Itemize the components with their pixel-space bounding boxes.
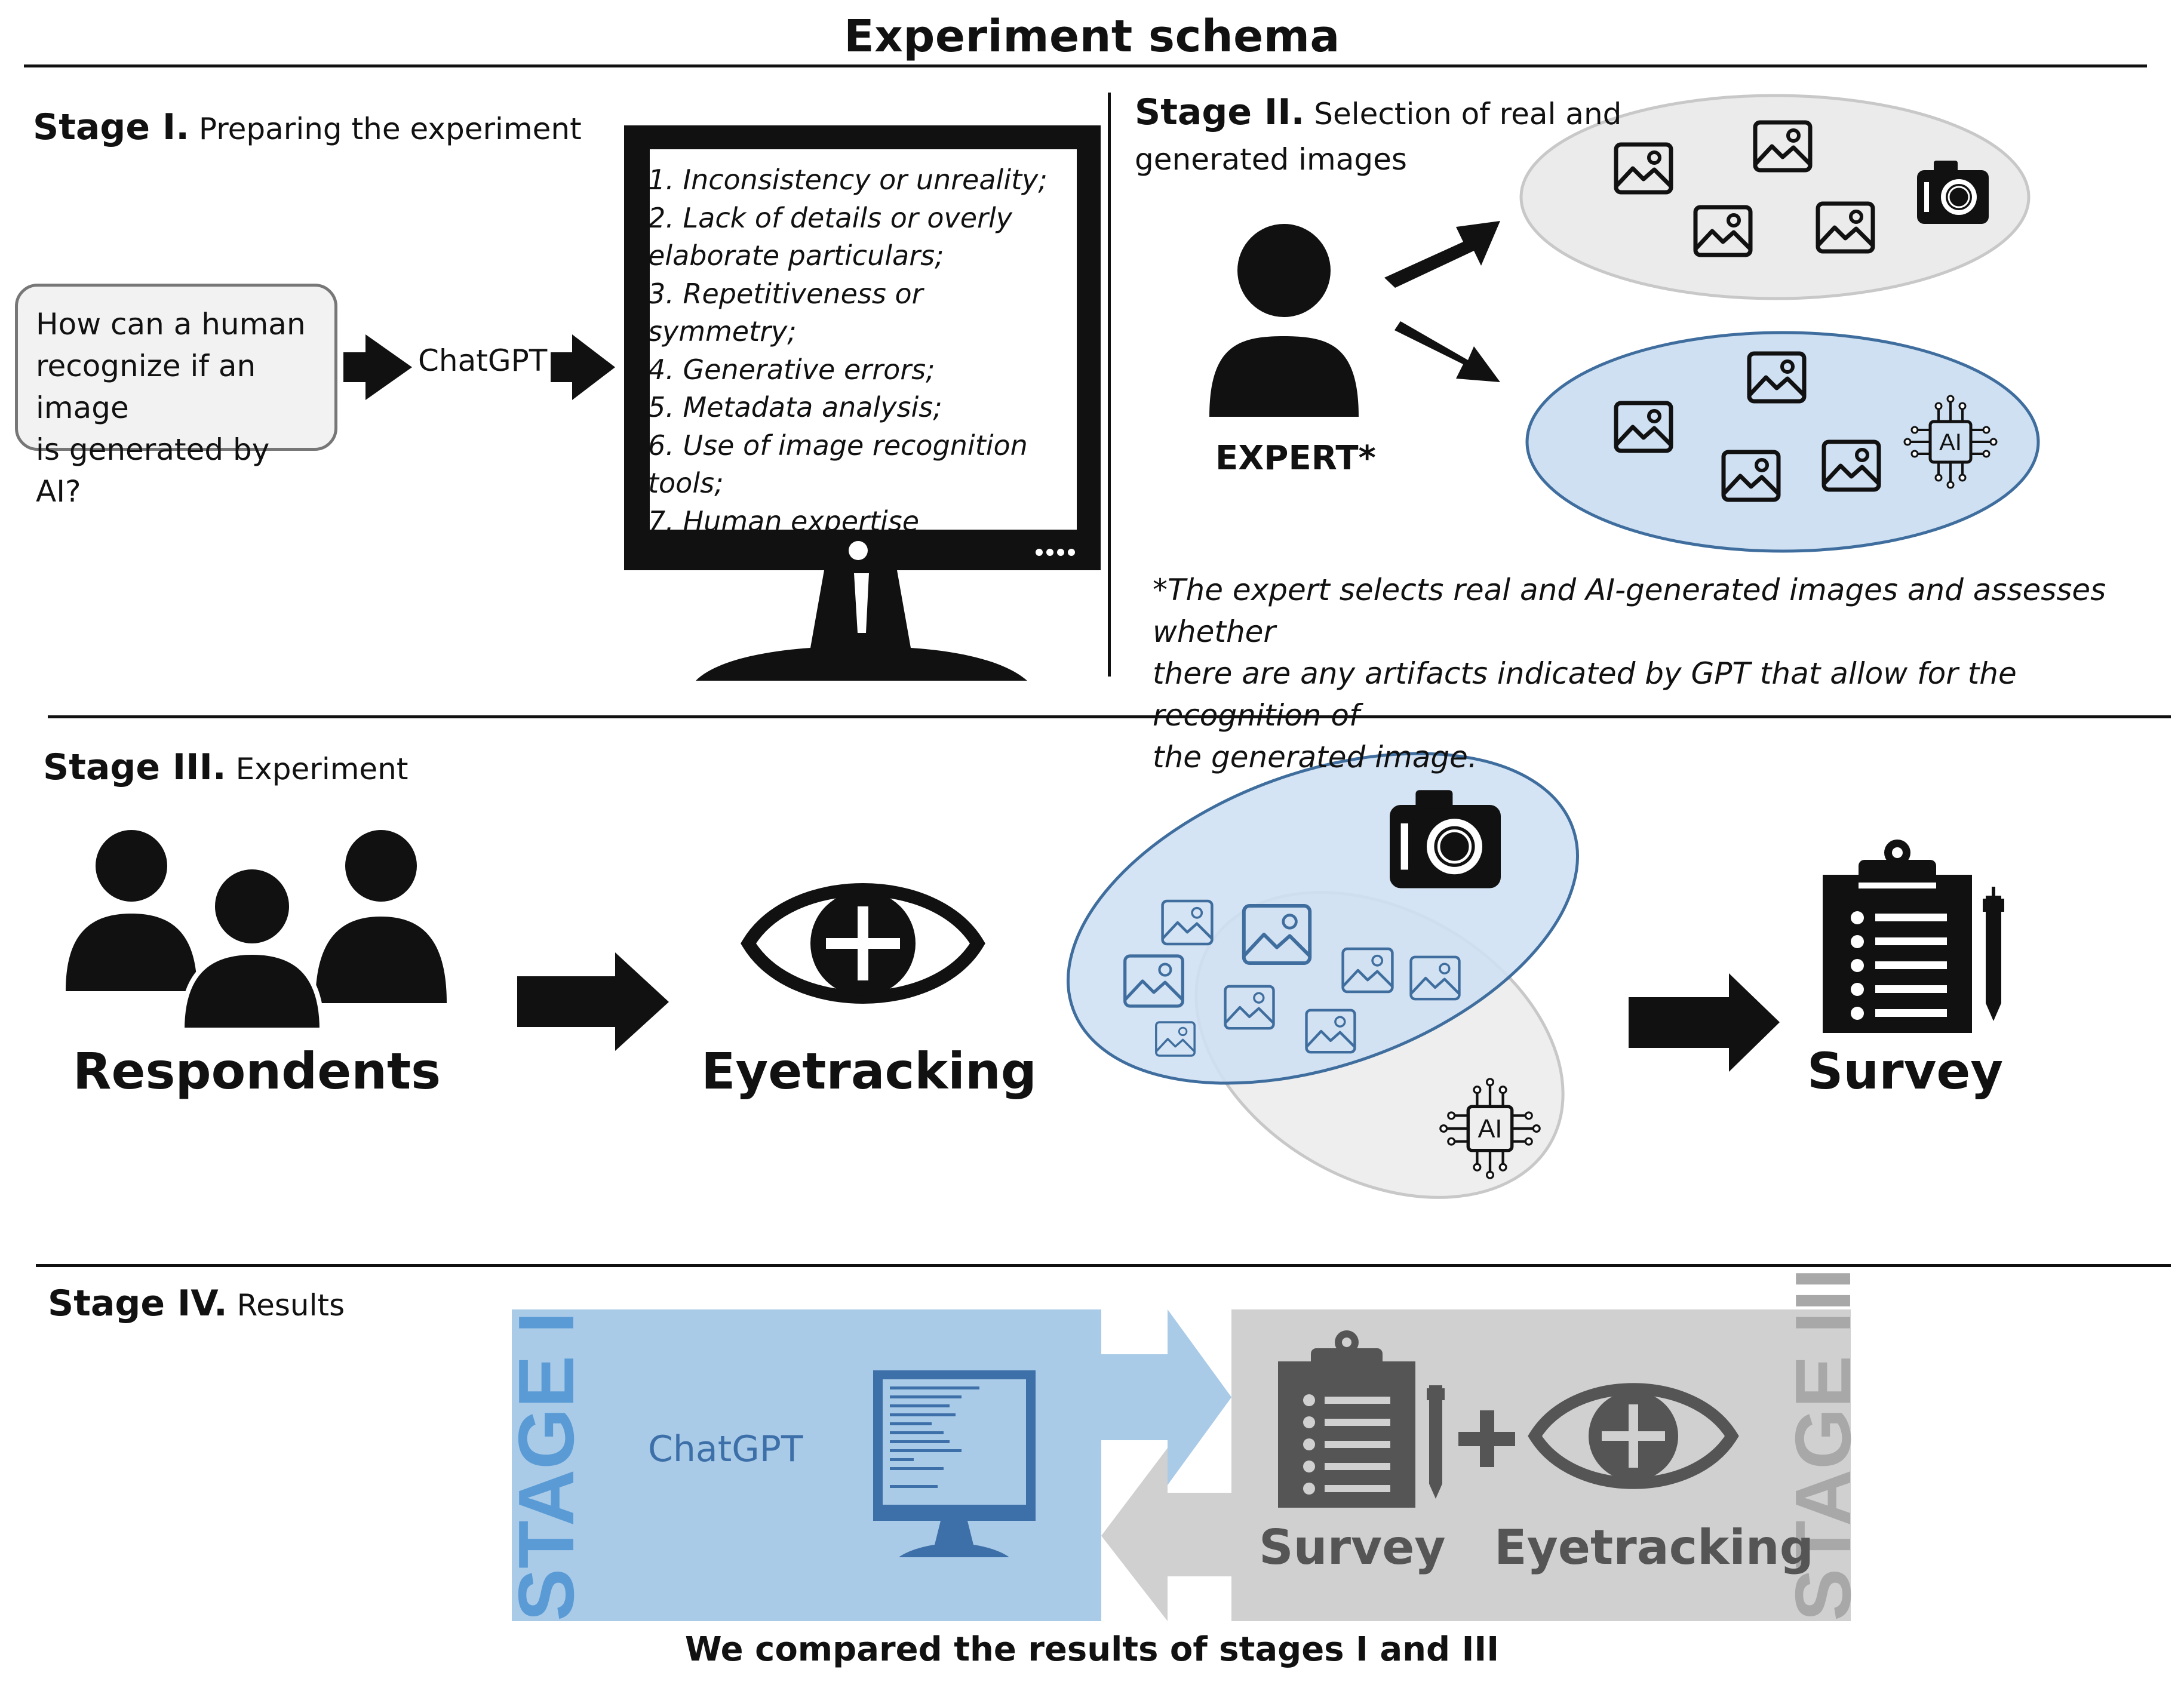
eye-icon bbox=[741, 883, 985, 1004]
monitor-icon bbox=[624, 125, 1101, 681]
person-icon bbox=[1209, 224, 1359, 417]
eye-icon bbox=[1528, 1383, 1739, 1489]
expert-label: EXPERT* bbox=[1215, 439, 1376, 478]
criteria-line: 1. Inconsistency or unreality; bbox=[648, 164, 1048, 196]
monitor-icon bbox=[873, 1370, 1036, 1557]
ai-chip-icon: AI bbox=[1440, 1079, 1540, 1178]
arrow-icon bbox=[1394, 321, 1500, 382]
arrow-icon bbox=[517, 952, 669, 1051]
results-caption: We compared the results of stages I and … bbox=[684, 1630, 1500, 1669]
page-title: Experiment schema bbox=[844, 11, 1340, 62]
footnote-line: the generated image. bbox=[1153, 740, 1477, 774]
ai-chip-label: AI bbox=[1939, 429, 1962, 456]
question-line: How can a human bbox=[36, 307, 306, 342]
respondents-label: Respondents bbox=[72, 1042, 441, 1100]
stage4-eyetracking-label: Eyetracking bbox=[1494, 1520, 1814, 1575]
footnote: *The expert selects real and AI-generate… bbox=[1153, 569, 2180, 778]
pen-icon bbox=[1983, 887, 2004, 1021]
pen-icon bbox=[1427, 1385, 1445, 1499]
ai-chip-label: AI bbox=[1478, 1115, 1503, 1143]
criteria-line: 2. Lack of details or overly bbox=[648, 201, 1012, 234]
person-icon bbox=[66, 830, 447, 1003]
stage1-heading: Stage I. Preparing the experiment bbox=[33, 106, 582, 148]
criteria-list: 1. Inconsistency or unreality; 2. Lack o… bbox=[648, 161, 1072, 540]
question-box: How can a human recognize if an image is… bbox=[15, 284, 337, 509]
criteria-line: 3. Repetitiveness or symmetry; bbox=[648, 277, 923, 348]
survey-label: Survey bbox=[1807, 1042, 2004, 1100]
criteria-line: 4. Generative errors; bbox=[648, 353, 935, 386]
arrow-icon bbox=[1101, 1448, 1231, 1621]
criteria-line: elaborate particulars; bbox=[648, 239, 944, 272]
stage4-survey-label: Survey bbox=[1259, 1520, 1446, 1575]
plus-icon bbox=[1458, 1410, 1515, 1467]
question-line: is generated by AI? bbox=[36, 432, 270, 509]
stage3-vertical-label: STAGE III bbox=[1779, 1268, 1867, 1621]
criteria-line: 7. Human expertise bbox=[648, 505, 920, 537]
stage3-heading: Stage III. Experiment bbox=[43, 746, 408, 788]
criteria-line: 5. Metadata analysis; bbox=[648, 391, 942, 423]
footnote-line: there are any artifacts indicated by GPT… bbox=[1153, 656, 2017, 733]
chatgpt-label: ChatGPT bbox=[418, 343, 548, 378]
criteria-line: 6. Use of image recognition bbox=[648, 429, 1028, 462]
stage1-chatgpt-label: ChatGPT bbox=[648, 1428, 803, 1470]
criteria-line: tools; bbox=[648, 467, 724, 499]
clipboard-icon bbox=[1278, 1330, 1415, 1508]
eyetracking-label: Eyetracking bbox=[701, 1042, 1037, 1100]
arrow-icon bbox=[551, 334, 615, 400]
arrow-icon bbox=[1629, 973, 1780, 1072]
clipboard-icon bbox=[1823, 840, 1972, 1033]
ai-chip-icon: AI bbox=[1905, 396, 1996, 488]
arrow-icon bbox=[343, 334, 412, 400]
arrow-icon bbox=[1384, 221, 1500, 288]
person-icon bbox=[179, 865, 325, 1032]
ai-images-ellipse bbox=[1525, 331, 2040, 553]
stage1-vertical-label: STAGE I bbox=[502, 1312, 590, 1621]
footnote-line: *The expert selects real and AI-generate… bbox=[1153, 573, 2106, 649]
question-line: recognize if an image bbox=[36, 349, 256, 425]
stage4-heading: Stage IV. Results bbox=[48, 1283, 345, 1324]
